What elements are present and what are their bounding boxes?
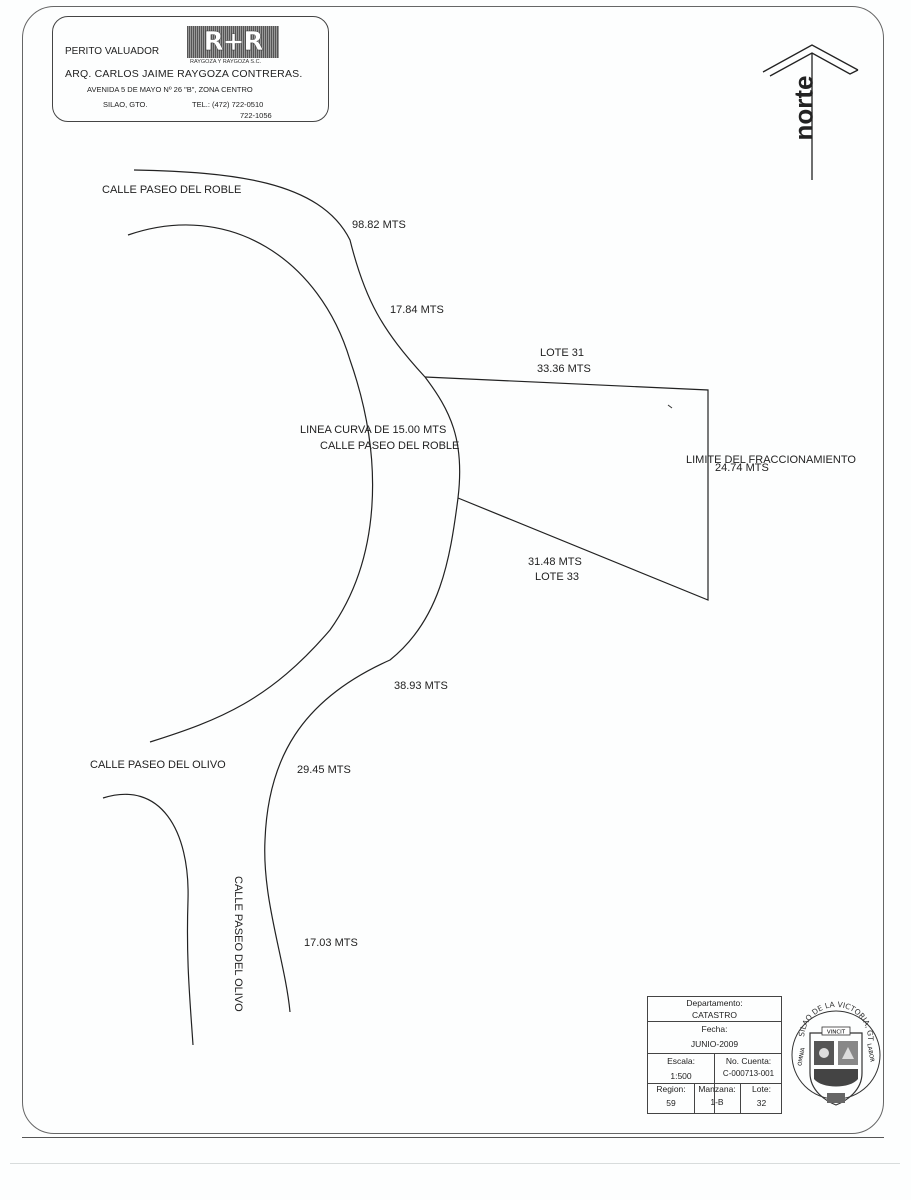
date-label: Fecha:	[701, 1024, 728, 1034]
roble-inner-curb	[127, 224, 374, 743]
appraiser-phone-1: TEL.: (472) 722-0510	[192, 100, 264, 109]
block-value: 1-B	[710, 1097, 724, 1107]
region-value: 59	[666, 1098, 676, 1108]
label-lote-33: LOTE 33	[535, 571, 580, 583]
north-arrow-icon	[762, 44, 859, 180]
scan-edge-line	[10, 1163, 900, 1164]
measure-24-74: 24.74 MTS	[715, 462, 769, 474]
measure-38-93: 38.93 MTS	[394, 680, 448, 692]
appraiser-city: SILAO, GTO.	[103, 100, 148, 109]
measure-31-48: 31.48 MTS	[528, 556, 582, 568]
appraiser-role: PERITO VALUADOR	[65, 46, 160, 57]
svg-text:LABOR: LABOR	[865, 1043, 874, 1063]
lot-32-boundary	[424, 376, 709, 601]
appraiser-name: ARQ. CARLOS JAIME RAYGOZA CONTRERAS.	[65, 68, 303, 80]
company-logo: R+R	[187, 26, 279, 58]
svg-text:VINCIT: VINCIT	[827, 1030, 846, 1036]
lot-frontage-curve	[264, 376, 461, 1013]
appraiser-phone-2: 722-1056	[240, 111, 272, 120]
measure-17-84: 17.84 MTS	[390, 304, 444, 316]
limit-label: LIMITE DEL FRACCIONAMIENTO	[686, 454, 856, 466]
street-label-roble-curve: CALLE PASEO DEL ROBLE	[320, 440, 460, 452]
street-label-olivo: CALLE PASEO DEL OLIVO	[90, 759, 226, 771]
measure-29-45: 29.45 MTS	[297, 764, 351, 776]
account-value: C-000713-001	[722, 1069, 775, 1078]
olivo-curb	[102, 793, 194, 1046]
account-label: No. Cuenta:	[725, 1056, 772, 1066]
appraiser-address: AVENIDA 5 DE MAYO Nº 26 "B", ZONA CENTRO	[87, 85, 253, 94]
department-label: Departamento:	[686, 998, 743, 1008]
curve-note: LINEA CURVA DE 15.00 MTS	[300, 424, 447, 436]
lot-value: 32	[756, 1098, 767, 1108]
appraiser-stamp: R+R RAYGOZA Y RAYGOZA S.C. PERITO VALUAD…	[52, 16, 329, 122]
street-label-roble-top: CALLE PASEO DEL ROBLE	[102, 184, 242, 196]
cadastre-title-block: Departamento: CATASTRO Fecha: JUNIO-2009…	[647, 996, 782, 1114]
north-label: norte	[788, 75, 819, 141]
date-value: JUNIO-2009	[690, 1039, 739, 1049]
scale-label: Escala:	[667, 1056, 695, 1066]
svg-text:OMNIA: OMNIA	[797, 1047, 806, 1067]
measure-98-82: 98.82 MTS	[352, 219, 406, 231]
measure-17-03: 17.03 MTS	[304, 937, 358, 949]
street-label-olivo-vertical: CALLE PASEO DEL OLIVO	[232, 876, 244, 1012]
drawing-sheet-border	[22, 6, 884, 1134]
department-value: CATASTRO	[691, 1010, 738, 1020]
region-label: Region:	[656, 1084, 686, 1094]
lot-label: Lote:	[752, 1084, 771, 1094]
scale-value: 1:500	[670, 1071, 692, 1081]
measure-33-36: 33.36 MTS	[537, 363, 591, 375]
municipal-seal-icon: SILAO DE LA VICTORIA, GTO. VINCIT OMNIA …	[790, 993, 881, 1106]
block-label: Manzana:	[698, 1084, 736, 1094]
roble-outer-curb	[133, 169, 426, 378]
bottom-rule	[22, 1137, 884, 1138]
logo-subtext: RAYGOZA Y RAYGOZA S.C.	[190, 59, 262, 65]
label-lote-31: LOTE 31	[540, 347, 585, 359]
